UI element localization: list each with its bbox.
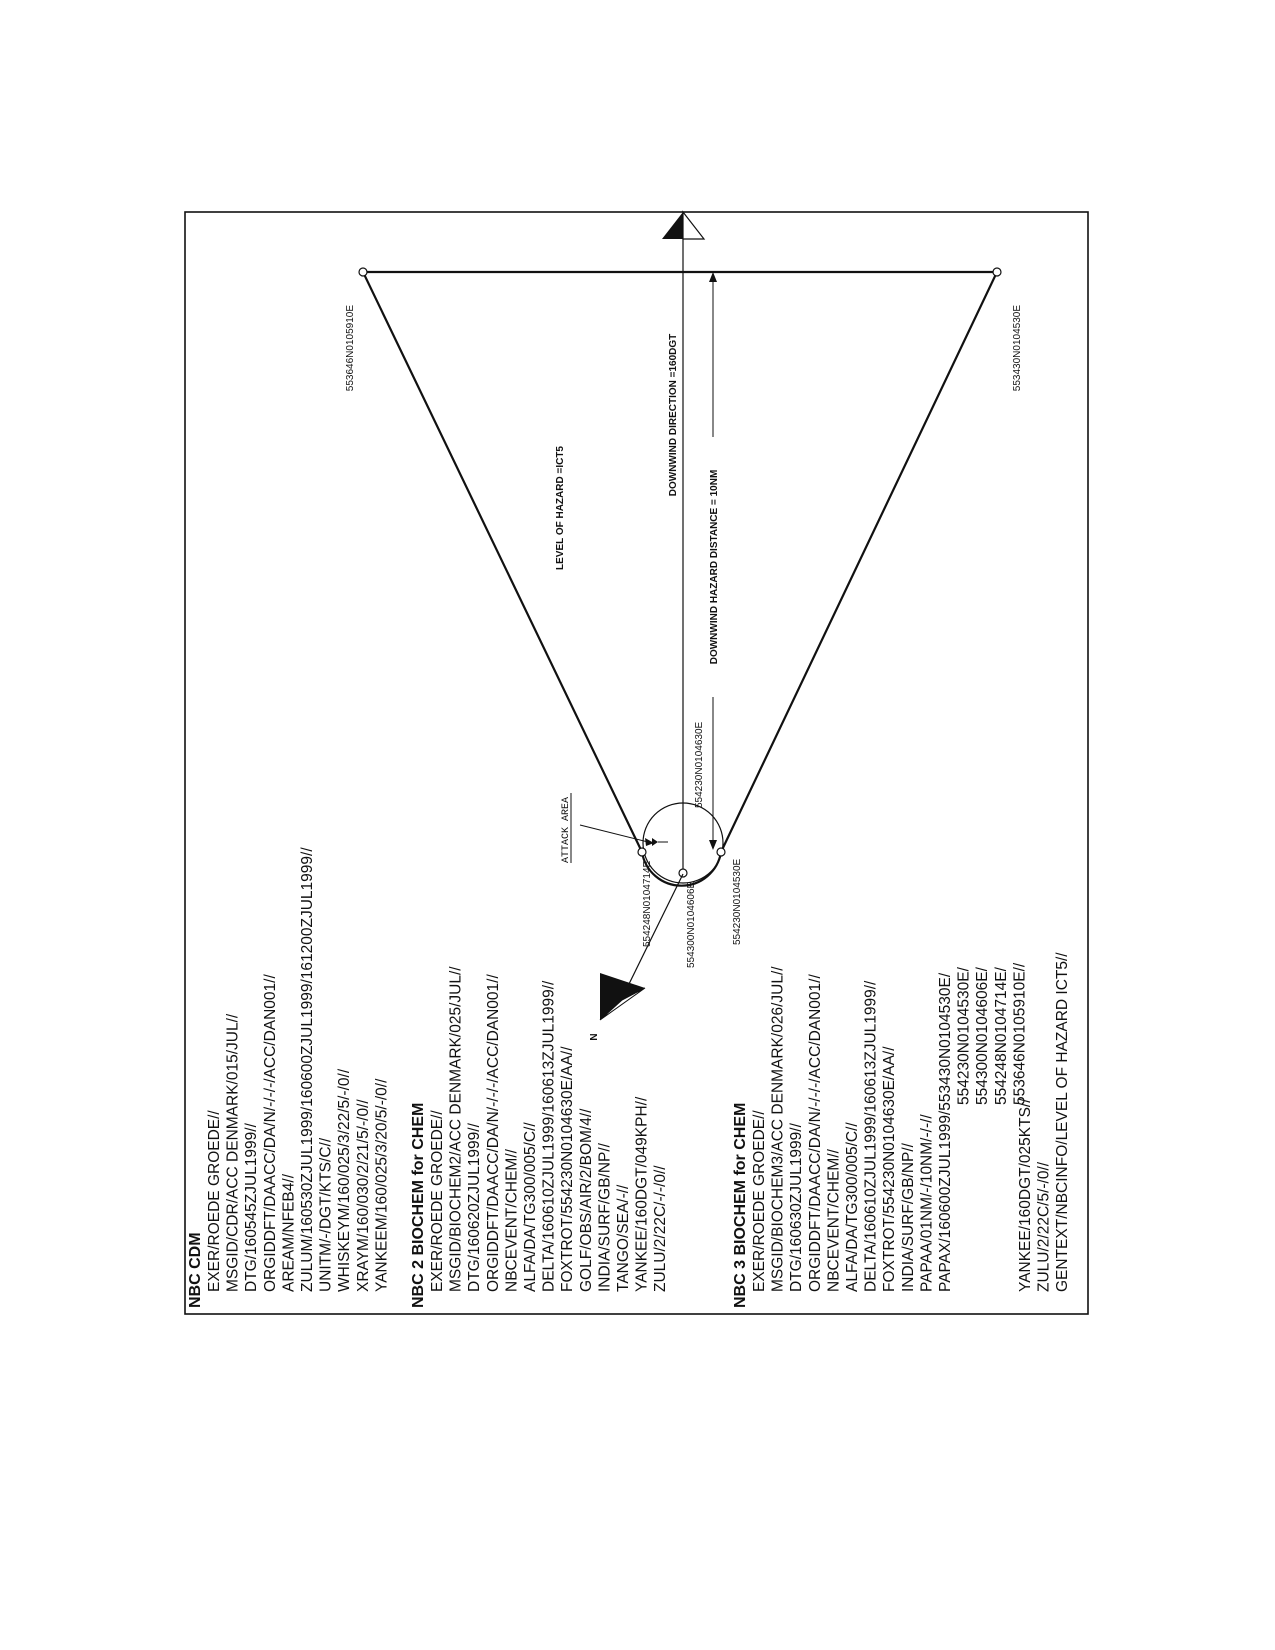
cdm-line: ORGIDDFT/DAACC/DA/N/-/-/-/ACC/DAN001// bbox=[262, 974, 279, 1292]
nbc3-tail-line: YANKEE/160DGT/025KTS// bbox=[1017, 1098, 1034, 1292]
nbc3-line: ALFA/DA/TG300/005/C// bbox=[844, 1122, 861, 1292]
nbc2-line: TANGO/SEA/-// bbox=[615, 1184, 632, 1292]
nbc3-line: INDIA/SURF/GB/NP// bbox=[900, 1142, 917, 1292]
nbc3-title: NBC 3 BIOCHEM for CHEM bbox=[732, 1103, 749, 1308]
nbc2-line: INDIA/SURF/GB/NP// bbox=[596, 1142, 613, 1292]
nbc2-line: MSGID/BIOCHEM2/ACC DENMARK/025/JUL// bbox=[448, 966, 465, 1292]
nbc2-line: DELTA/160610ZJUL1999/160613ZJUL1999// bbox=[541, 980, 558, 1292]
nbc2-line: EXER/ROEDE GROEDE// bbox=[429, 1110, 446, 1292]
nbc3-line: DELTA/160610ZJUL1999/160613ZJUL1999// bbox=[863, 980, 880, 1292]
cdm-line: DTG/160545ZJUL1999// bbox=[243, 1122, 260, 1292]
cdm-line: ZULUM/160530ZJUL1999/160600ZJUL1999/1612… bbox=[299, 847, 316, 1292]
nbc3-line: PAPAA/01NM/-/10NM/-/-// bbox=[918, 1114, 935, 1292]
coord-attack-left-label: 554248N0104714E bbox=[642, 860, 653, 947]
coord-far-left-label: 553646N0105910E bbox=[345, 305, 356, 392]
point-far-right-marker bbox=[992, 267, 1002, 277]
cdm-title: NBC CDM bbox=[187, 1232, 204, 1308]
coord-attack-right-label: 554230N0104530E bbox=[732, 858, 743, 945]
point-attack-right-marker bbox=[716, 847, 726, 857]
nbc2-line: DTG/160620ZJUL1999// bbox=[466, 1122, 483, 1292]
nbc3-papax-continuation: 553646N0105910E// bbox=[1011, 962, 1028, 1105]
cdm-line: UNITM/-/DGT/KTS/C// bbox=[318, 1137, 335, 1292]
point-far-left-marker bbox=[358, 267, 368, 277]
nbc2-line: YANKEE/160DGT/049KPH// bbox=[634, 1096, 651, 1292]
nbc2-line: ALFA/DA/TG300/005/C// bbox=[522, 1122, 539, 1292]
cdm-line: EXER/ROEDE GROEDE// bbox=[206, 1110, 223, 1292]
downwind-direction-label: DOWNWIND DIRECTION =160DGT bbox=[668, 334, 679, 497]
nbc3-tail-line: ZULU/2/22C/5/-/0// bbox=[1036, 1161, 1053, 1292]
coord-center-label: 554230N0104630E bbox=[694, 721, 705, 808]
nbc3-tail-line: GENTEXT/NBCINFO/LEVEL OF HAZARD ICT5// bbox=[1054, 952, 1071, 1292]
attack-area-leader bbox=[579, 824, 653, 844]
attack-area-leader-arrow bbox=[645, 838, 654, 846]
downwind-arrowhead-filled bbox=[662, 212, 683, 239]
nbc3-line: FOXTROT/554230N0104630E/AA// bbox=[881, 1046, 898, 1292]
nbc2-title: NBC 2 BIOCHEM for CHEM bbox=[410, 1103, 427, 1308]
hazard-distance-arrow-up bbox=[709, 272, 717, 282]
diagram-frame bbox=[184, 211, 1089, 1315]
cdm-line: YANKEEM/160/025/3/20/5/-/0// bbox=[373, 1078, 390, 1292]
cdm-line: MSGID/CDR/ACC DENMARK/015/JUL// bbox=[225, 1013, 242, 1292]
attack-radius-arrow bbox=[652, 838, 658, 846]
nbc2-line: ZULU/2/22C/-/-/0// bbox=[652, 1165, 669, 1292]
coord-attack-bottom-label: 554300N0104606E bbox=[686, 881, 697, 968]
nbc2-line: FOXTROT/554230N0104630E/AA// bbox=[559, 1046, 576, 1292]
attack-area-label: ATTACK AREA bbox=[561, 797, 572, 863]
nbc3-papax-continuation: 554300N0104606E/ bbox=[974, 966, 991, 1105]
nbc3-line: MSGID/BIOCHEM3/ACC DENMARK/026/JUL// bbox=[770, 966, 787, 1292]
downwind-arrowhead-outline bbox=[682, 210, 706, 240]
nbc3-papax-continuation: 554230N0104530E/ bbox=[956, 966, 973, 1105]
nbc3-papax-continuation: 554248N0104714E/ bbox=[993, 966, 1010, 1105]
north-arrow-icon bbox=[599, 873, 684, 1021]
level-of-hazard-label: LEVEL OF HAZARD =ICT5 bbox=[555, 446, 566, 570]
hazard-distance-arrow-down bbox=[709, 840, 717, 850]
nbc3-line: NBCEVENT/CHEM// bbox=[825, 1148, 842, 1292]
nbc3-line: PAPAX/160600ZJUL1999/553430N0104530E/ bbox=[937, 972, 954, 1292]
coord-far-right-label: 553430N0104530E bbox=[1012, 305, 1023, 392]
nbc2-line: NBCEVENT/CHEM// bbox=[503, 1148, 520, 1292]
nbc3-line: EXER/ROEDE GROEDE// bbox=[751, 1110, 768, 1292]
hazard-area-outline bbox=[361, 270, 999, 887]
cdm-line: AREAM/NFEB4// bbox=[280, 1173, 297, 1292]
nbc3-line: ORGIDDFT/DAACC/DA/N/-/-/-/ACC/DAN001// bbox=[807, 974, 824, 1292]
nbc2-line: GOLF/OBS/AIR/2/BOM/4// bbox=[578, 1108, 595, 1292]
point-attack-left-marker bbox=[637, 847, 647, 857]
nbc3-line: DTG/160630ZJUL1999// bbox=[788, 1122, 805, 1292]
cdm-line: WHISKEYM/160/025/3/22/5/-/0// bbox=[336, 1068, 353, 1292]
north-label: N bbox=[589, 1033, 600, 1040]
downwind-distance-label: DOWNWIND HAZARD DISTANCE = 10NM bbox=[709, 470, 720, 665]
point-attack-bottom-marker bbox=[678, 868, 688, 878]
nbc2-line: ORGIDDFT/DAACC/DA/N/-/-/-/ACC/DAN001// bbox=[485, 974, 502, 1292]
cdm-line: XRAYM/160/030/2/21/5/-/0// bbox=[355, 1099, 372, 1292]
